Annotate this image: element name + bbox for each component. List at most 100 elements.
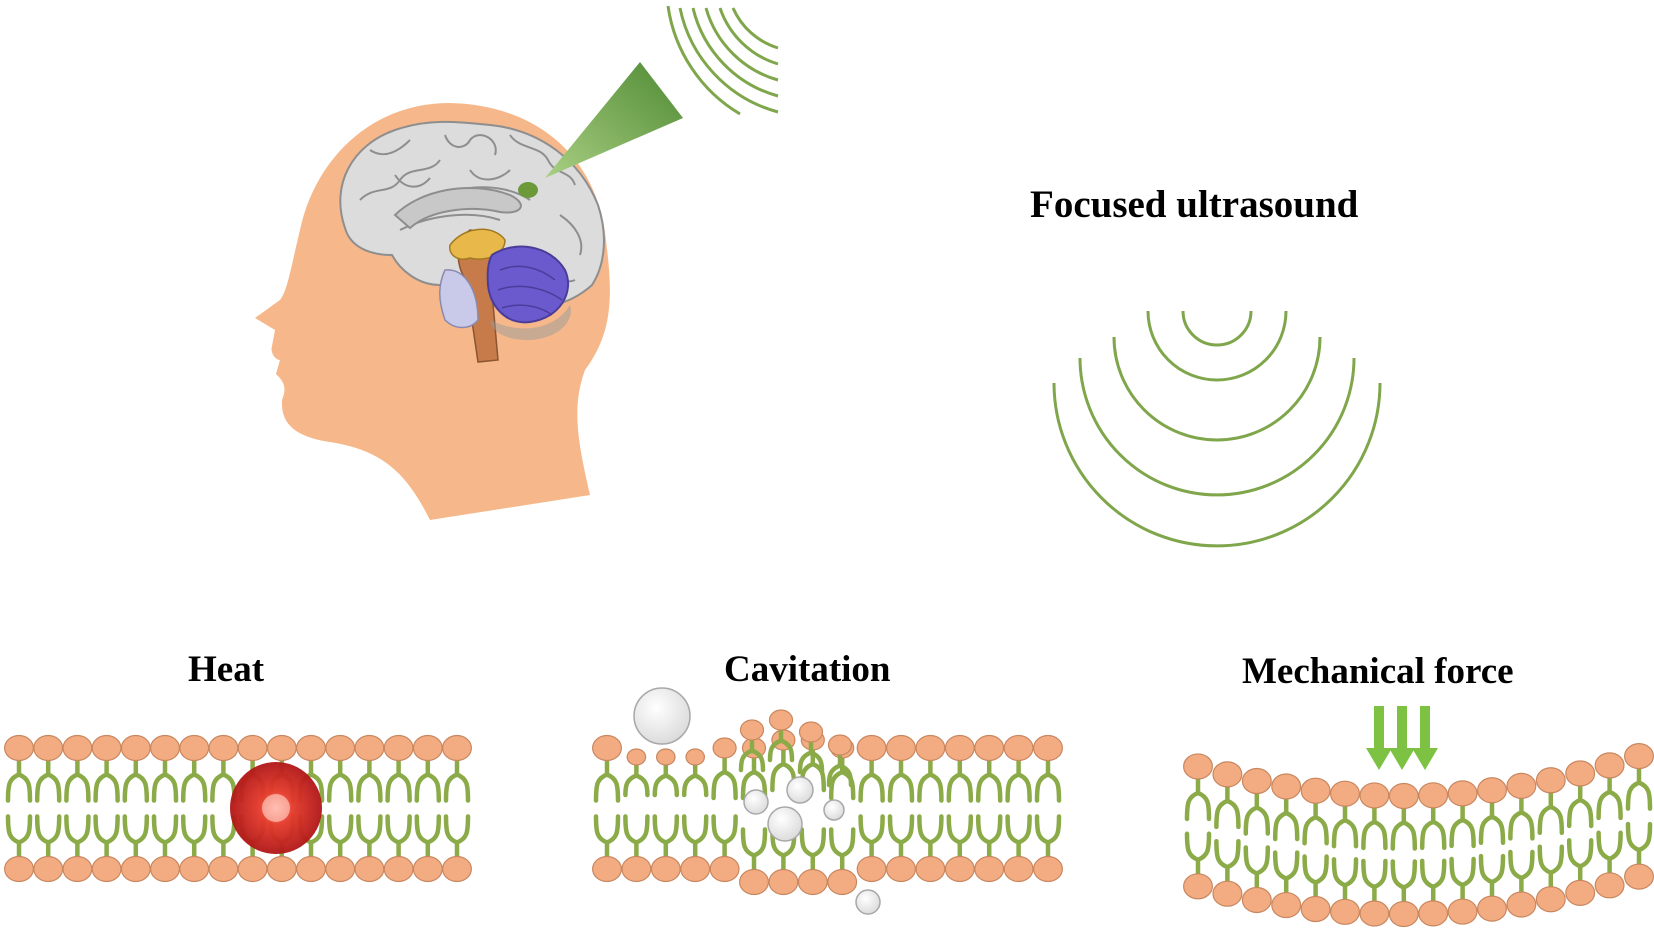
- lipid-bilayer-icon: [797, 721, 825, 775]
- lipid-bilayer-icon: [354, 814, 385, 883]
- lipid-bilayer-icon: [1359, 782, 1390, 851]
- temporal-lobe: [439, 269, 479, 329]
- cavitation-label: Cavitation: [724, 649, 891, 690]
- lipid-bilayer-icon: [1241, 845, 1272, 914]
- lipid-bilayer-icon: [886, 734, 916, 803]
- lipid-bilayer-icon: [62, 814, 93, 883]
- lipid-bilayer-icon: [33, 734, 64, 803]
- brain-gyri: [359, 134, 583, 283]
- lipid-bilayer-icon: [886, 814, 916, 883]
- lipid-bilayer-icon: [1565, 760, 1596, 829]
- lipid-bilayer-icon: [1271, 850, 1302, 919]
- lipid-bilayer-icon: [412, 734, 443, 803]
- lipid-bilayer-icon: [1330, 857, 1360, 925]
- cerebellum-base: [490, 305, 571, 340]
- lipid-bilayer-icon: [1594, 752, 1625, 821]
- lipid-bilayer-icon: [442, 814, 472, 883]
- bubble-icon: [743, 789, 769, 815]
- lipid-bilayer-icon: [1418, 782, 1449, 851]
- lipid-bilayer-icon: [711, 737, 738, 801]
- lipid-bilayer-icon: [1033, 814, 1063, 883]
- heat-label: Heat: [188, 649, 265, 690]
- lipid-bilayer-icon: [739, 827, 769, 896]
- lipid-bilayer-icon: [1183, 753, 1213, 822]
- lipid-bilayer-icon: [621, 814, 652, 883]
- lipid-bilayer-icon: [120, 734, 151, 803]
- lipid-bilayer-icon: [652, 748, 680, 798]
- bubble-icon: [855, 889, 881, 915]
- lipid-bilayer-icon: [592, 814, 622, 883]
- lipid-bilayer-icon: [944, 814, 975, 883]
- mechanical-force-label: Mechanical force: [1242, 651, 1514, 692]
- lipid-bilayer-icon: [4, 734, 34, 803]
- lipid-bilayer-icon: [179, 814, 210, 883]
- force-arrows: [1366, 706, 1438, 770]
- lipid-bilayer-icon: [856, 734, 887, 803]
- lipid-bilayer-icon: [827, 827, 858, 896]
- lipid-bilayer-icon: [1535, 767, 1566, 836]
- lipid-bilayer-icon: [150, 814, 180, 883]
- lipid-bilayer-icon: [1300, 854, 1331, 923]
- lipid-bilayer-icon: [1447, 856, 1478, 925]
- membrane-mechanical: [1183, 743, 1654, 928]
- lipid-bilayer-icon: [208, 814, 239, 883]
- lipid-bilayer-icon: [1477, 777, 1507, 845]
- lipid-bilayer-icon: [91, 734, 122, 803]
- lipid-bilayer-icon: [680, 814, 711, 883]
- lipid-bilayer-icon: [1447, 780, 1478, 849]
- ultrasound-beam-icon: [545, 62, 683, 178]
- force-arrow-icon: [1412, 706, 1438, 770]
- lipid-bilayer-icon: [1212, 838, 1243, 907]
- lipid-bilayer-icon: [1388, 859, 1419, 928]
- lipid-bilayer-icon: [767, 709, 795, 763]
- heat-spot-icon: [230, 762, 322, 854]
- lipid-bilayer-icon: [1418, 858, 1449, 927]
- lipid-bilayer-icon: [1271, 773, 1302, 842]
- lipid-bilayer-icon: [1241, 767, 1272, 836]
- lipid-bilayer-icon: [681, 748, 709, 798]
- lipid-bilayer-icon: [33, 814, 64, 883]
- force-arrow-icon: [1366, 706, 1392, 770]
- lipid-bilayer-icon: [325, 734, 356, 803]
- membrane-cavitation: [592, 709, 1063, 896]
- lipid-bilayer-icon: [1594, 830, 1625, 899]
- bubble-icon: [633, 687, 691, 745]
- lipid-bilayer-icon: [1359, 858, 1390, 927]
- lipid-bilayer-icon: [738, 719, 766, 773]
- bubble-icon: [786, 776, 814, 804]
- lipid-bilayer-icon: [412, 814, 443, 883]
- lipid-bilayer-icon: [915, 814, 946, 883]
- lipid-bilayer-icon: [120, 814, 151, 883]
- lipid-bilayer-icon: [383, 814, 414, 883]
- lipid-bilayer-icon: [1003, 734, 1034, 803]
- lipid-bilayer-icon: [1003, 814, 1034, 883]
- lipid-bilayer-icon: [974, 734, 1005, 803]
- focused-ultrasound-label: Focused ultrasound: [1030, 183, 1359, 226]
- lipid-bilayer-icon: [1183, 831, 1213, 900]
- lipid-bilayer-icon: [179, 734, 210, 803]
- lipid-bilayer-icon: [1212, 761, 1243, 830]
- lipid-bilayer-icon: [150, 734, 180, 803]
- lipid-bilayer-icon: [4, 814, 34, 883]
- lipid-bilayer-icon: [856, 814, 887, 883]
- lipid-bilayer-icon: [1477, 853, 1507, 922]
- lipid-bilayer-icon: [623, 748, 650, 798]
- lipid-bilayer-icon: [797, 827, 828, 896]
- lipid-bilayer-icon: [1330, 780, 1360, 849]
- lipid-bilayer-icon: [442, 734, 472, 803]
- lipid-bilayer-icon: [62, 734, 93, 803]
- corpus-callosum: [393, 186, 522, 230]
- lipid-bilayer-icon: [1388, 782, 1419, 851]
- lipid-bilayer-icon: [1300, 777, 1331, 846]
- lipid-bilayer-icon: [325, 814, 356, 883]
- lipid-bilayer-icon: [1506, 772, 1537, 841]
- bubble-icon: [823, 799, 845, 821]
- lipid-bilayer-icon: [1506, 849, 1537, 918]
- ultrasound-waves-icon: [1052, 310, 1382, 548]
- lipid-bilayer-icon: [709, 814, 740, 883]
- bubble-icon: [767, 806, 803, 842]
- source-waves-icon: [666, 5, 779, 116]
- cavitation-bubbles: [633, 687, 881, 915]
- lipid-bilayer-icon: [944, 734, 975, 803]
